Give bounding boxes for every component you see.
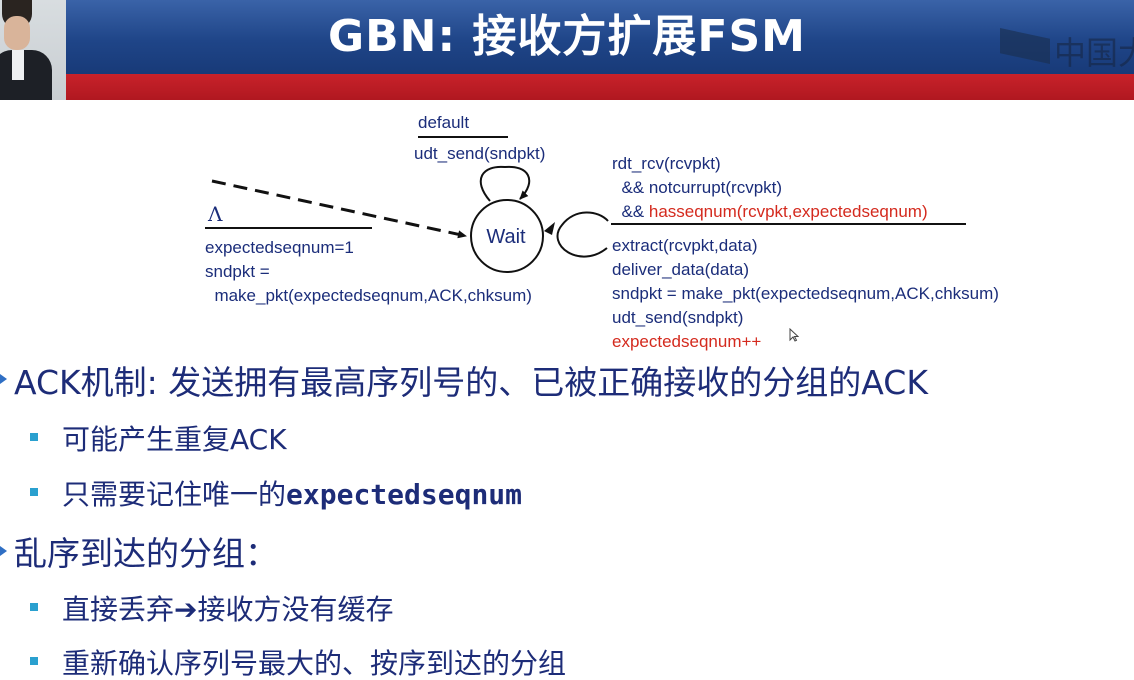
bullet-square-icon <box>30 488 38 496</box>
header-blue-band <box>0 0 1134 74</box>
top-self-loop-arrow <box>479 165 531 202</box>
slide-header: GBN: 接收方扩展FSM 中国大 <box>0 0 1134 100</box>
right-loop-action-4: udt_send(sndpkt) <box>612 308 744 327</box>
bullet-ack-mechanism: ACK机制: 发送拥有最高序列号的、已被正确接收的分组的ACK <box>14 363 928 402</box>
subbullet-discard-result: 接收方没有缓存 <box>197 593 394 626</box>
bullet-triangle-icon <box>0 546 7 556</box>
right-loop-action-3: sndpkt = make_pkt(expectedseqnum,ACK,chk… <box>612 284 999 303</box>
initial-action-3: make_pkt(expectedseqnum,ACK,chksum) <box>205 286 532 305</box>
subbullet-remember-code: expectedseqnum <box>286 478 523 511</box>
initial-action-1: expectedseqnum=1 <box>205 238 354 257</box>
subbullet-reack: 重新确认序列号最大的、按序到达的分组 <box>62 647 567 680</box>
right-loop-event-3-prefix: && <box>612 202 649 221</box>
right-loop-event-3: && hasseqnum(rcvpkt,expectedseqnum) <box>612 202 928 222</box>
wait-state-circle <box>470 199 544 273</box>
presenter-webcam <box>0 0 66 100</box>
subbullet-duplicate-ack: 可能产生重复ACK <box>62 423 287 456</box>
bullet-square-icon <box>30 657 38 665</box>
subbullet-discard: 直接丢弃➔接收方没有缓存 <box>62 588 394 628</box>
header-red-band <box>0 74 1134 100</box>
initial-event-lambda: Λ <box>208 202 223 226</box>
subbullet-discard-text: 直接丢弃 <box>62 593 175 626</box>
bullet-out-of-order: 乱序到达的分组： <box>14 534 278 573</box>
right-loop-event-highlight: hasseqnum(rcvpkt,expectedseqnum) <box>648 202 928 221</box>
slide-title: GBN: 接收方扩展FSM <box>328 11 806 62</box>
right-self-loop-arrowhead <box>544 222 555 235</box>
wait-state-label: Wait <box>486 226 526 248</box>
bullet-square-icon <box>30 603 38 611</box>
right-arrow-icon: ➔ <box>174 593 198 626</box>
mouse-cursor-icon <box>789 328 799 342</box>
right-loop-action-1: extract(rcvpkt,data) <box>612 236 758 255</box>
subbullet-remember-seqnum: 只需要记住唯一的expectedseqnum <box>62 473 522 513</box>
right-loop-action-2: deliver_data(data) <box>612 260 750 279</box>
subbullet-remember-text: 只需要记住唯一的 <box>62 478 287 511</box>
top-loop-action: udt_send(sndpkt) <box>414 144 546 163</box>
bullet-triangle-icon <box>0 374 7 384</box>
right-self-loop-arrow <box>556 211 609 258</box>
bullet-square-icon <box>30 433 38 441</box>
logo-text: 中国大 <box>1054 34 1134 72</box>
top-loop-event: default <box>418 113 470 132</box>
right-loop-event-2: && notcurrupt(rcvpkt) <box>612 178 783 197</box>
right-loop-action-highlight: expectedseqnum++ <box>612 332 762 351</box>
initial-action-2: sndpkt = <box>205 262 270 281</box>
right-loop-event-1: rdt_rcv(rcvpkt) <box>612 154 721 173</box>
fsm-diagram <box>205 136 966 273</box>
